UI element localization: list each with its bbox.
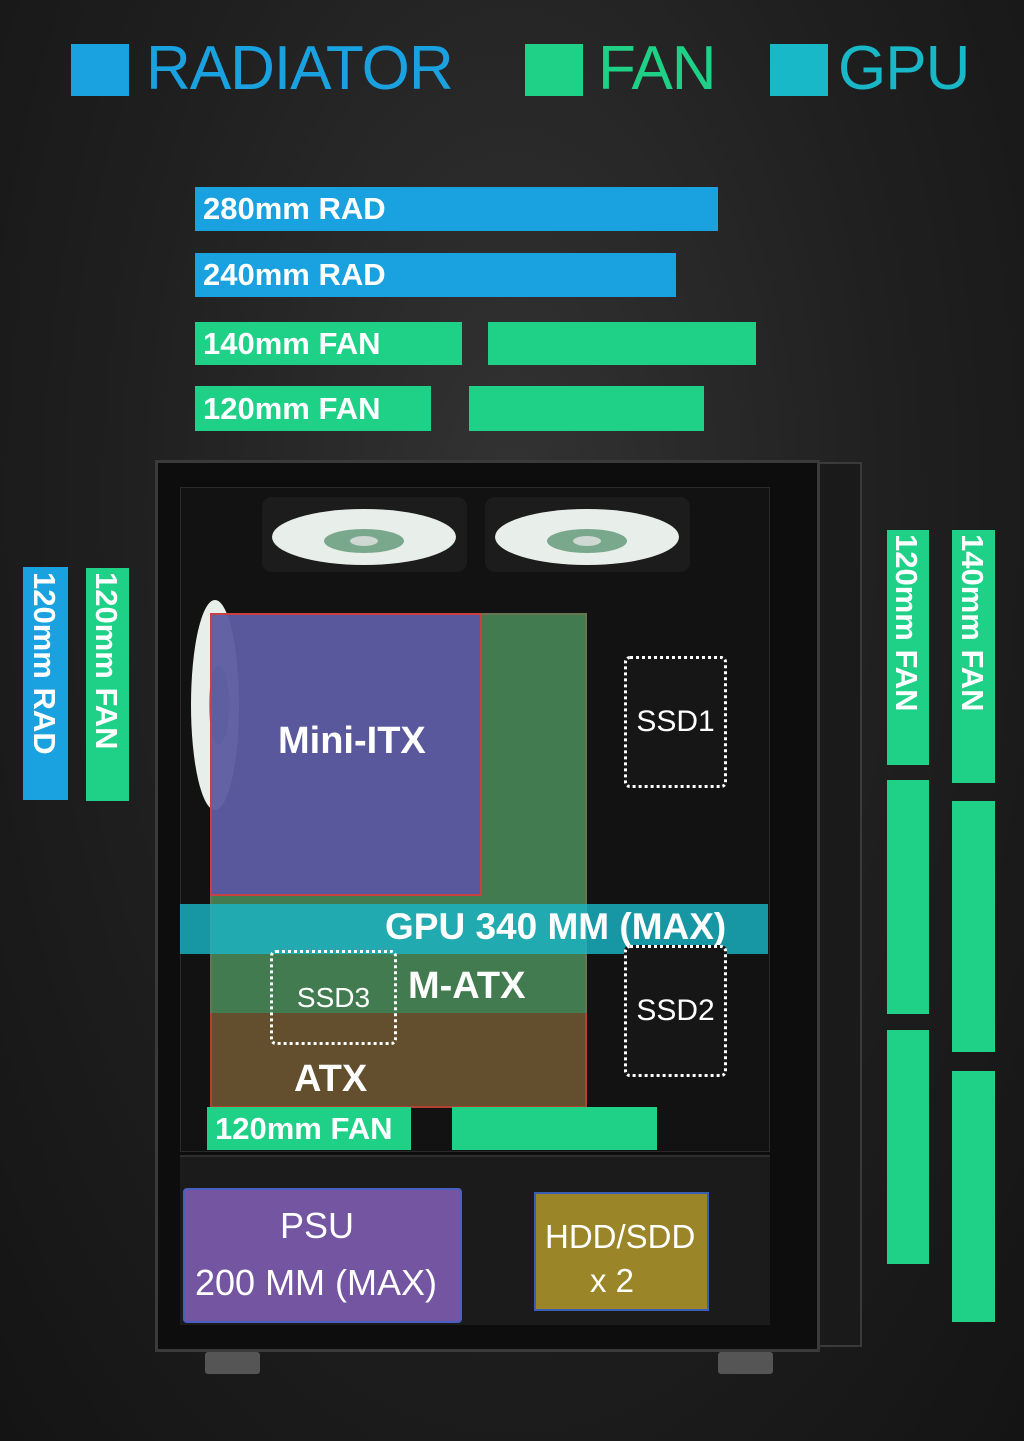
legend-gpu-label: GPU xyxy=(838,34,970,103)
rear-140mm-fan-bar-3 xyxy=(952,1071,995,1322)
psu-zone xyxy=(183,1188,462,1323)
legend-fan-label: FAN xyxy=(598,34,717,103)
rear-120mm-fan-bar-3 xyxy=(887,1030,929,1264)
hdd-label: HDD/SDD xyxy=(545,1218,696,1255)
ssd2-bay: SSD2 xyxy=(624,945,727,1077)
top-120mm-fan-bar-2 xyxy=(469,386,704,431)
rear-120mm-fan-label: 120mm FAN xyxy=(889,534,924,712)
rear-140mm-fan-bar-2 xyxy=(952,801,995,1052)
legend-gpu-swatch xyxy=(770,44,828,96)
legend-radiator-swatch xyxy=(71,44,129,96)
front-120mm-fan-bar xyxy=(86,568,129,801)
top-fan-2-icon xyxy=(485,497,690,572)
mini-itx-label: Mini-ITX xyxy=(278,720,426,762)
bottom-120mm-fan-bar-2 xyxy=(452,1107,657,1150)
top-140mm-fan-bar-2 xyxy=(488,322,756,365)
rear-140mm-fan-label: 140mm FAN xyxy=(955,534,990,712)
ssd3-bay: SSD3 xyxy=(270,950,397,1045)
rear-140mm-fan-bar-1 xyxy=(952,530,995,783)
mini-itx-zone xyxy=(210,613,482,896)
rear-120mm-fan-bar-1 xyxy=(887,530,929,765)
legend-radiator-label: RADIATOR xyxy=(146,34,454,103)
hdd-count-label: x 2 xyxy=(590,1262,635,1299)
front-120mm-rad-label: 120mm RAD xyxy=(27,572,62,755)
hdd-zone xyxy=(534,1192,709,1311)
top-280mm-rad-bar: 280mm RAD xyxy=(195,187,718,231)
psu-label: PSU xyxy=(280,1205,355,1246)
front-120mm-rad-bar xyxy=(23,567,68,800)
bottom-120mm-fan-bar: 120mm FAN xyxy=(207,1107,411,1150)
psu-size-label: 200 MM (MAX) xyxy=(195,1262,438,1303)
top-140mm-fan-bar: 140mm FAN xyxy=(195,322,462,365)
atx-label: ATX xyxy=(294,1058,368,1100)
top-120mm-fan-bar: 120mm FAN xyxy=(195,386,431,431)
top-240mm-rad-bar: 240mm RAD xyxy=(195,253,676,297)
front-120mm-fan-label: 120mm FAN xyxy=(89,572,124,750)
m-atx-label: M-ATX xyxy=(408,965,526,1007)
case-side-panel xyxy=(818,462,862,1347)
top-fan-1-icon xyxy=(262,497,467,572)
case-foot-right xyxy=(718,1352,773,1374)
ssd1-bay: SSD1 xyxy=(624,656,727,788)
gpu-label: GPU 340 MM (MAX) xyxy=(385,906,727,947)
case-foot-left xyxy=(205,1352,260,1374)
legend-fan-swatch xyxy=(525,44,583,96)
rear-120mm-fan-bar-2 xyxy=(887,780,929,1014)
